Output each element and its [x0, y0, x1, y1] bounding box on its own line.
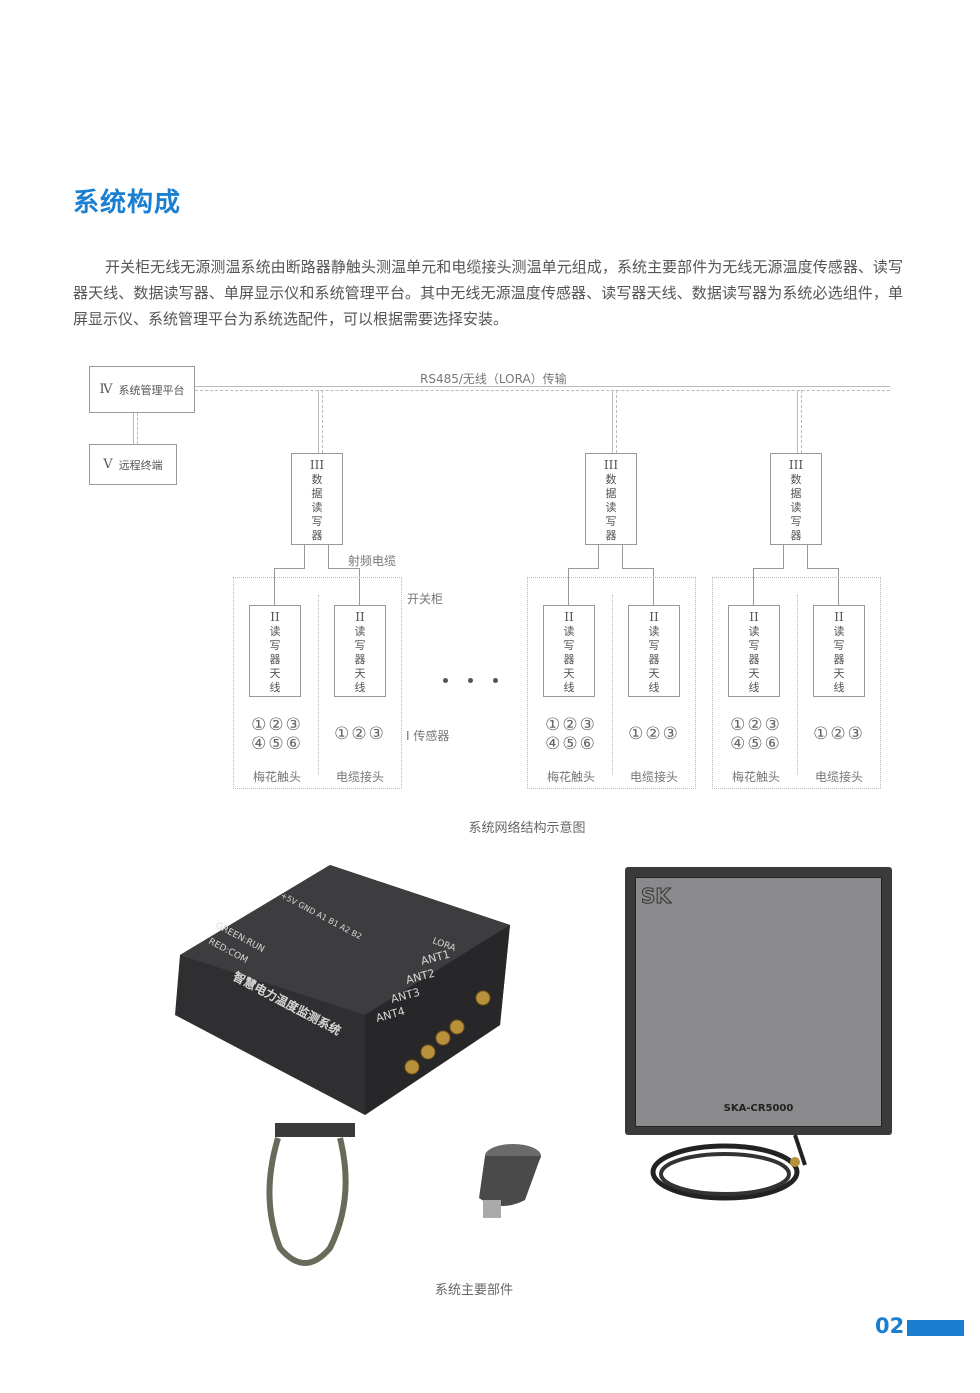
- sensor-row: ①②③: [251, 715, 303, 735]
- reader-label: 数据读写器: [790, 473, 802, 542]
- sensor-numbers-contact: ①②③ ④⑤⑥: [538, 716, 604, 754]
- antenna-cable-image: [650, 1134, 807, 1201]
- sensor-row: ①②③: [730, 715, 782, 735]
- bus-line: [195, 386, 890, 387]
- antenna-label: 读写器天线: [563, 625, 575, 694]
- cabinet-divider: [612, 595, 613, 775]
- reader-roman: III: [309, 458, 325, 472]
- antenna-roman: II: [749, 610, 759, 624]
- antenna-box: II 读写器天线: [813, 605, 865, 697]
- antenna-logo: SK: [641, 884, 672, 909]
- sensor-row: ④⑤⑥: [545, 734, 597, 754]
- data-reader-device-image: +5V GND A1 B1 A2 B2 GREEN:RUN RED:COM LO…: [175, 865, 510, 1115]
- antenna-roman: II: [564, 610, 574, 624]
- bus-drop: [318, 390, 323, 453]
- antenna-box: II 读写器天线: [543, 605, 595, 697]
- antenna-roman: II: [270, 610, 280, 624]
- sensor-row: ①②③: [545, 715, 597, 735]
- contact-sensor-image: [266, 1123, 355, 1266]
- bus-label: RS485/无线（LORA）传输: [420, 372, 567, 386]
- bus-drop: [797, 390, 802, 453]
- terminal-label: 远程终端: [118, 458, 163, 472]
- bus-drop: [612, 390, 617, 453]
- diagram-caption: 系统网络结构示意图: [468, 821, 586, 836]
- cable-joint-label: 电缆接头: [814, 770, 864, 784]
- antenna-box: II 读写器天线: [728, 605, 780, 697]
- antenna-label: 读写器天线: [648, 625, 660, 694]
- page-number-bar: [907, 1320, 964, 1336]
- platform-terminal-link: [133, 413, 138, 444]
- rf-wire: [807, 545, 808, 568]
- terminal-roman: Ⅴ: [103, 457, 113, 472]
- rf-wire: [328, 545, 329, 568]
- antenna-label: 读写器天线: [833, 625, 845, 694]
- ellipsis-dot: [468, 678, 473, 683]
- cable-joint-label: 电缆接头: [629, 770, 679, 784]
- contact-label: 梅花触头: [731, 770, 781, 784]
- ellipsis-dot: [493, 678, 498, 683]
- cabinet-divider: [797, 595, 798, 775]
- antenna-roman: II: [834, 610, 844, 624]
- platform-label: 系统管理平台: [118, 383, 185, 397]
- sensor-numbers-contact: ①②③ ④⑤⑥: [244, 716, 310, 754]
- bus-line-dashed: [195, 390, 890, 391]
- reader-antenna-image: SK SKA-CR5000: [625, 867, 892, 1135]
- rf-wire: [622, 545, 623, 568]
- reader-label: 数据读写器: [311, 473, 323, 542]
- antenna-label: 读写器天线: [269, 625, 281, 694]
- data-reader-box: III 数据读写器: [291, 453, 343, 545]
- rf-wire: [598, 545, 599, 568]
- photo-caption: 系统主要部件: [434, 1283, 514, 1298]
- antenna-box: II 读写器天线: [628, 605, 680, 697]
- rf-wire: [807, 568, 839, 605]
- switch-cabinet-frame: [527, 577, 696, 789]
- antenna-label: 读写器天线: [748, 625, 760, 694]
- rf-wire: [568, 568, 599, 605]
- section-title: 系统构成: [73, 188, 182, 218]
- rf-wire: [304, 545, 305, 568]
- terminal-box: Ⅴ 远程终端: [89, 444, 177, 485]
- antenna-roman: II: [355, 610, 365, 624]
- page-number: 02: [875, 1314, 905, 1338]
- cabinet-divider: [318, 595, 319, 775]
- switch-cabinet-frame: [712, 577, 881, 789]
- rf-cable-label: 射频电缆: [348, 554, 397, 568]
- contact-label: 梅花触头: [546, 770, 596, 784]
- rf-wire: [753, 568, 784, 605]
- cabinet-label: 开关柜: [407, 592, 444, 606]
- data-reader-box: III 数据读写器: [585, 453, 637, 545]
- antenna-box: II 读写器天线: [334, 605, 386, 697]
- antenna-model: SKA-CR5000: [723, 1103, 794, 1114]
- rf-wire: [622, 568, 654, 605]
- antenna-label: 读写器天线: [354, 625, 366, 694]
- sensor-numbers-cable: ①②③: [628, 724, 680, 744]
- sensor-row: ④⑤⑥: [730, 734, 782, 754]
- rf-wire: [783, 545, 784, 568]
- contact-label: 梅花触头: [252, 770, 302, 784]
- sensor-label: I 传感器: [406, 729, 450, 743]
- sensor-numbers-contact: ①②③ ④⑤⑥: [723, 716, 789, 754]
- platform-box: Ⅳ 系统管理平台: [89, 366, 195, 413]
- reader-roman: III: [603, 458, 619, 472]
- intro-paragraph: 开关柜无线无源测温系统由断路器静触头测温单元和电缆接头测温单元组成，系统主要部件…: [73, 258, 903, 328]
- sensor-numbers-cable: ①②③: [813, 724, 865, 744]
- antenna-box: II 读写器天线: [249, 605, 301, 697]
- reader-label: 数据读写器: [605, 473, 617, 542]
- data-reader-box: III 数据读写器: [770, 453, 822, 545]
- antenna-roman: II: [649, 610, 659, 624]
- cable-joint-label: 电缆接头: [335, 770, 385, 784]
- reader-roman: III: [788, 458, 804, 472]
- sensor-numbers-cable: ①②③: [334, 724, 386, 744]
- sensor-row: ④⑤⑥: [251, 734, 303, 754]
- ellipsis-dot: [443, 678, 448, 683]
- cable-sensor-image: [479, 1144, 541, 1218]
- platform-roman: Ⅳ: [99, 382, 113, 397]
- rf-wire: [328, 568, 360, 605]
- rf-wire: [274, 568, 305, 605]
- switch-cabinet-frame: [233, 577, 402, 789]
